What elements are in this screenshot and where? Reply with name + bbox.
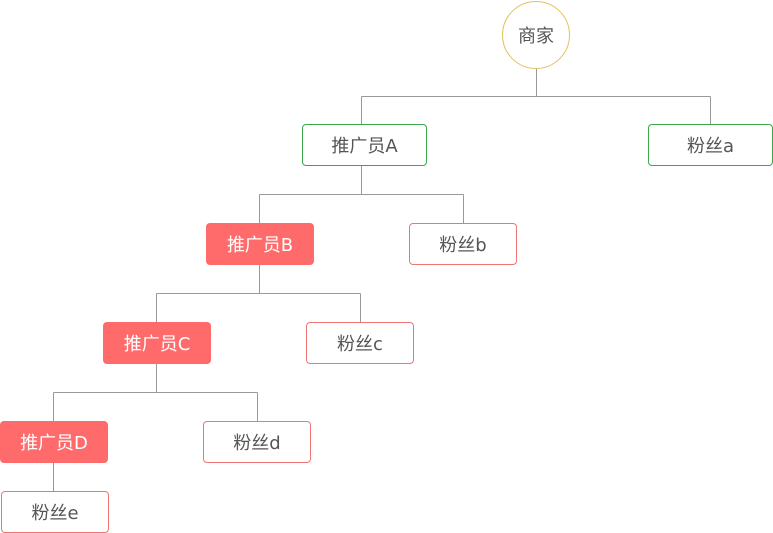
connector-b-children (156, 264, 361, 322)
node-merchant[interactable]: 商家 (502, 1, 570, 69)
node-fan-a[interactable]: 粉丝a (648, 124, 773, 166)
connector-root-children (361, 69, 711, 124)
node-promoter-a[interactable]: 推广员A (302, 124, 427, 166)
node-fan-c[interactable]: 粉丝c (306, 322, 414, 364)
connector-c-children (53, 363, 258, 421)
node-fan-e[interactable]: 粉丝e (1, 491, 109, 533)
node-promoter-d[interactable]: 推广员D (0, 421, 108, 463)
node-fan-d[interactable]: 粉丝d (203, 421, 311, 463)
node-fan-b[interactable]: 粉丝b (409, 223, 517, 265)
node-promoter-c[interactable]: 推广员C (103, 322, 211, 364)
node-promoter-b[interactable]: 推广员B (206, 223, 314, 265)
connector-a-children (259, 165, 464, 223)
